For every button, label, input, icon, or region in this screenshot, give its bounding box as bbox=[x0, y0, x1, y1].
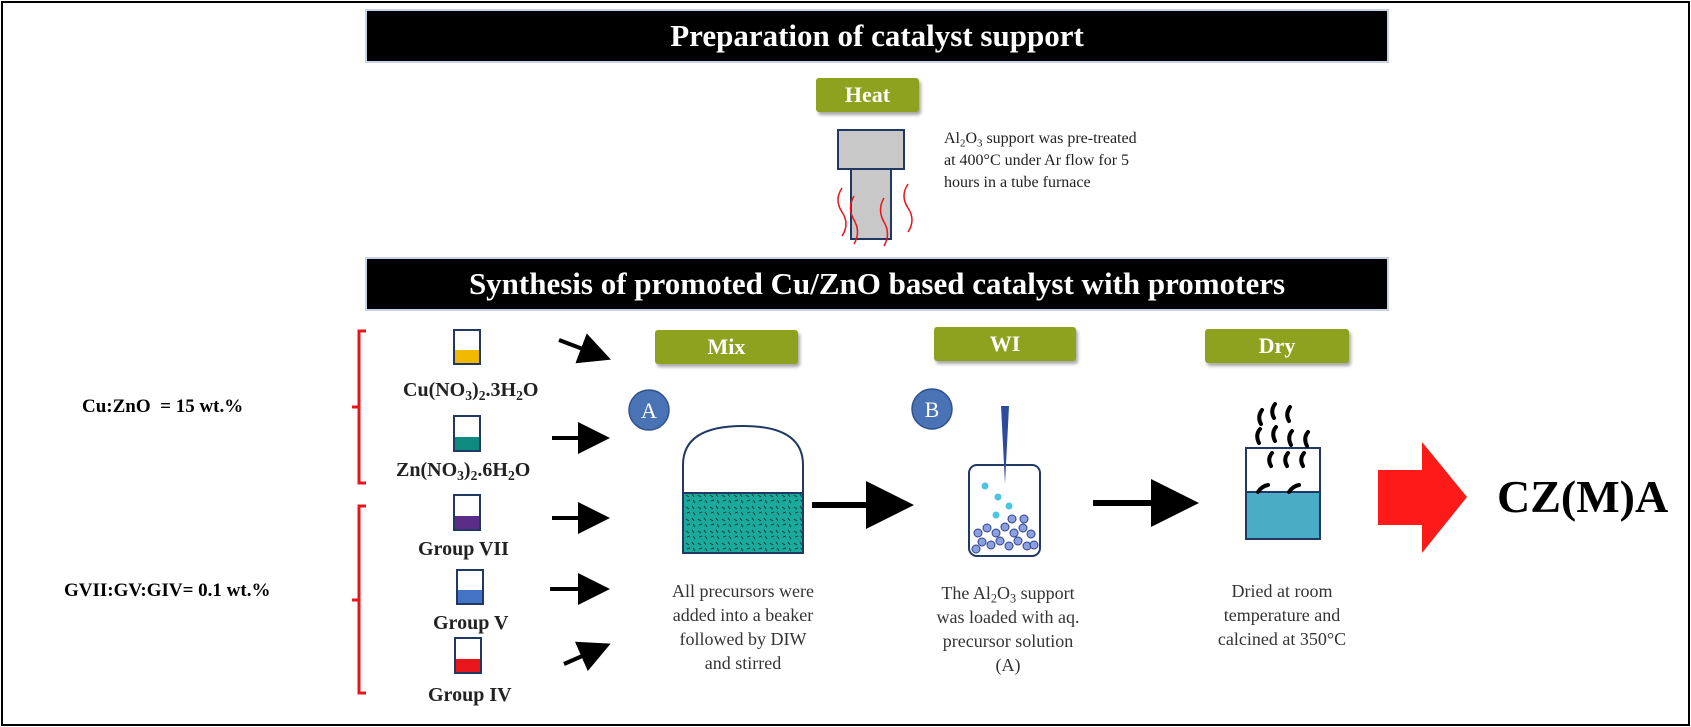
tube-furnace-icon bbox=[837, 129, 913, 247]
tag-dry: Dry bbox=[1205, 329, 1349, 363]
drying-vessel-icon bbox=[1245, 402, 1321, 540]
arrow-cu bbox=[558, 333, 611, 364]
tag-heat: Heat bbox=[816, 78, 919, 112]
vial-group7-icon bbox=[453, 494, 481, 531]
label-zn-nitrate: Zn(NO3)2.6H2O bbox=[396, 459, 531, 484]
badge-b: B bbox=[911, 388, 953, 430]
label-group7: Group VII bbox=[418, 538, 509, 560]
label-group4: Group IV bbox=[428, 684, 512, 706]
vial-group5-icon bbox=[456, 569, 484, 605]
svg-text:B: B bbox=[925, 397, 940, 422]
caption-dry-step: Dried at room temperature and calcined a… bbox=[1217, 581, 1347, 649]
mixing-beaker-icon bbox=[682, 424, 804, 554]
badge-a: A bbox=[628, 389, 670, 431]
support-pretreatment-note: Al2O3 support was pre-treated at 400°C u… bbox=[944, 130, 1137, 191]
label-cu-nitrate: Cu(NO3)2.3H2O bbox=[403, 379, 539, 404]
big-result-arrow bbox=[1378, 442, 1467, 553]
tag-wi: WI bbox=[934, 327, 1076, 361]
vial-cu-icon bbox=[453, 329, 481, 365]
label-group5: Group V bbox=[433, 612, 509, 634]
bracket-groups bbox=[352, 504, 366, 695]
bracket-cu-zn bbox=[352, 329, 366, 485]
svg-text:A: A bbox=[641, 398, 657, 423]
banner-synthesis: Synthesis of promoted Cu/ZnO based catal… bbox=[367, 259, 1387, 309]
ratio-cu-zno: Cu:ZnO = 15 wt.% bbox=[82, 396, 244, 417]
vial-zn-icon bbox=[453, 415, 481, 452]
impregnation-vessel-icon bbox=[968, 406, 1041, 557]
caption-mix-step: All precursors were added into a beaker … bbox=[672, 581, 814, 673]
tag-mix: Mix bbox=[655, 330, 798, 364]
caption-wi-step: The Al2O3 support was loaded with aq. pr… bbox=[936, 583, 1080, 675]
ratio-groups: GVII:GV:GIV= 0.1 wt.% bbox=[64, 580, 271, 601]
vial-group4-icon bbox=[454, 637, 482, 674]
banner-support-preparation: Preparation of catalyst support bbox=[367, 11, 1387, 61]
result-catalyst-label: CZ(M)A bbox=[1497, 471, 1669, 522]
arrow-g4 bbox=[563, 641, 611, 672]
